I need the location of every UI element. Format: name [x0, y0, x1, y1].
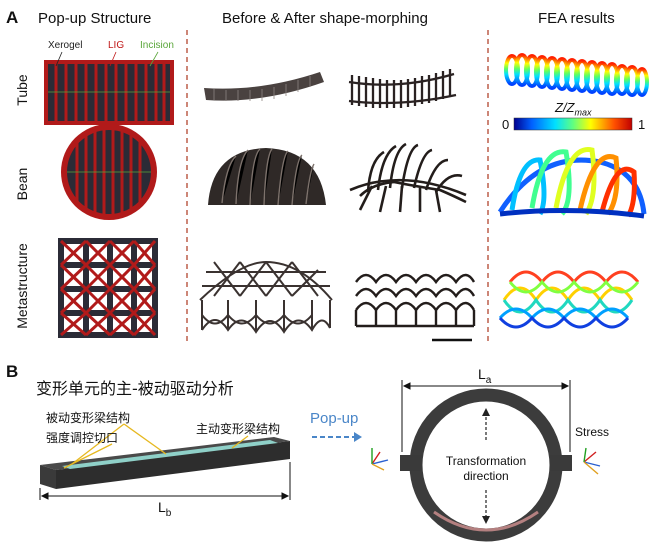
colorbar-max-label: 1 [638, 117, 646, 132]
legend-incision: Incision [140, 40, 174, 51]
label-active-beam: 主动变形梁结构 [196, 422, 281, 436]
photo-bean-after [349, 142, 467, 213]
dimension-la-label: La [478, 366, 492, 386]
photo-meta-before [199, 260, 333, 334]
fea-metastructure [498, 270, 640, 329]
photo-meta-after [354, 273, 476, 328]
colorbar-min-label: 0 [502, 117, 510, 132]
label-incision-control: 强度调控切口 [46, 431, 119, 445]
legend-lig: LIG [108, 40, 125, 51]
fea-tube [504, 53, 649, 97]
col-title-popup-structure: Pop-up Structure [38, 10, 152, 27]
dimension-la [401, 380, 571, 452]
colorbar-title: Z/Zmax [555, 100, 592, 118]
panel-b-title: 变形单元的主-被动驱动分析 [36, 379, 234, 398]
axis-triad-left [371, 448, 389, 471]
stress-label: Stress [575, 425, 610, 439]
bean-pattern [61, 124, 157, 220]
legend-xerogel: Xerogel [48, 40, 83, 51]
panel-a-letter: A [6, 8, 19, 27]
callout-lines [63, 423, 249, 469]
dimension-lb-label: Lb [158, 499, 172, 519]
panel-b-letter: B [6, 362, 19, 381]
photo-bean-before [208, 148, 326, 206]
tube-pattern [44, 60, 174, 125]
col-title-fea-results: FEA results [538, 10, 615, 27]
transformation-label: Transformation direction [438, 454, 534, 484]
popup-label: Pop-up [310, 410, 359, 427]
photo-tube-after [348, 69, 457, 108]
fea-bean [497, 147, 647, 219]
label-passive-beam: 被动变形梁结构 [46, 411, 131, 425]
colorbar [513, 117, 633, 131]
dimension-lb [39, 462, 291, 500]
metastructure-pattern [58, 238, 158, 338]
axis-triad-right [583, 447, 601, 475]
photo-tube-before [204, 72, 324, 101]
ring-structure [400, 388, 572, 542]
col-title-shape-morphing: Before & After shape-morphing [222, 10, 428, 27]
